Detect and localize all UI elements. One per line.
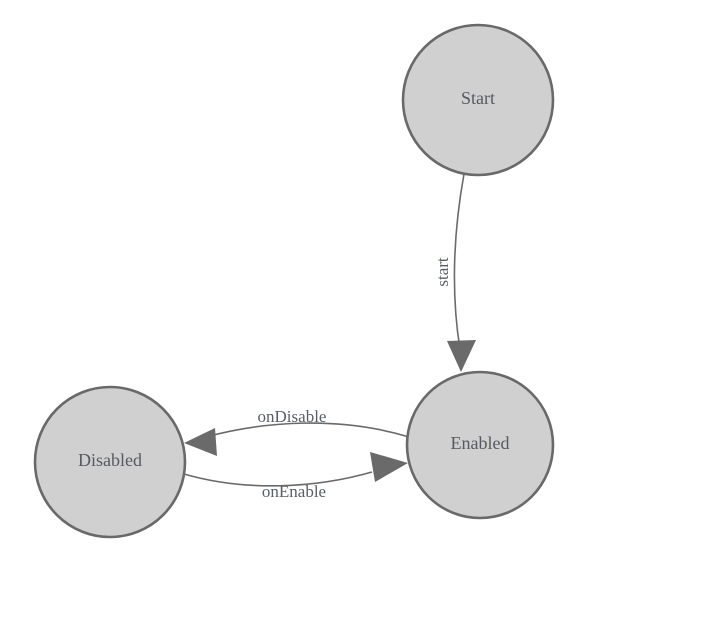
edge-start-to-enabled[interactable]: start <box>433 173 476 372</box>
edge-label-on-enable: onEnable <box>262 482 326 501</box>
node-start[interactable]: Start <box>401 23 555 177</box>
node-disabled-circle <box>33 385 187 539</box>
edge-enabled-to-disabled-path <box>205 422 410 438</box>
node-enabled[interactable]: Enabled <box>405 370 555 520</box>
node-start-label: Start <box>461 88 495 108</box>
edge-enabled-to-disabled[interactable]: onDisable <box>184 407 410 456</box>
arrowhead-into-enabled-from-disabled <box>370 452 408 482</box>
edge-label-on-disable: onDisable <box>258 407 327 426</box>
arrowhead-into-disabled <box>184 428 217 456</box>
node-start-circle <box>401 23 555 177</box>
arrowhead-into-enabled-from-start <box>447 340 476 372</box>
edge-start-to-enabled-path <box>453 173 465 350</box>
node-disabled[interactable]: Disabled <box>33 385 187 539</box>
node-enabled-label: Enabled <box>451 433 510 453</box>
node-disabled-label: Disabled <box>78 450 142 470</box>
edge-label-start: start <box>433 257 452 287</box>
edge-disabled-to-enabled[interactable]: onEnable <box>183 452 408 501</box>
node-enabled-circle <box>405 370 555 520</box>
edge-disabled-to-enabled-path <box>183 471 373 487</box>
